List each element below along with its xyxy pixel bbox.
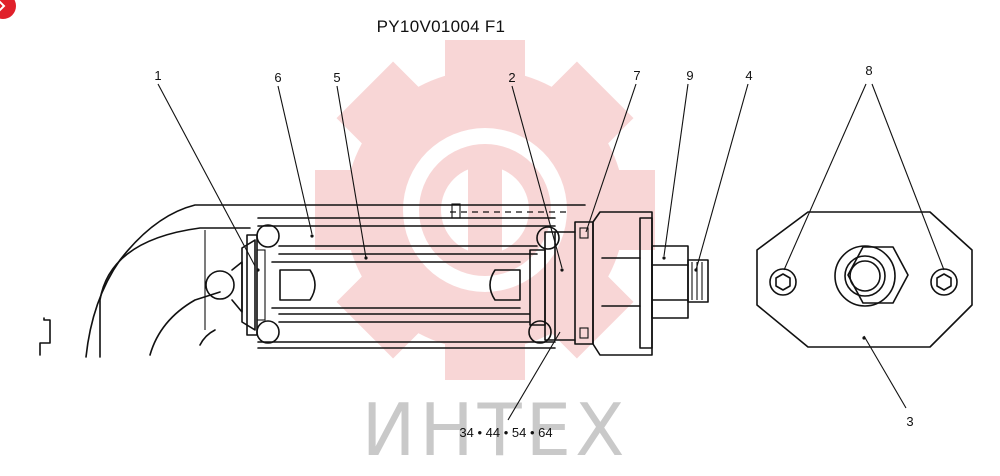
- callout-5: 5: [333, 70, 340, 85]
- callout-bottom-group: 34 • 44 • 54 • 64: [459, 425, 552, 440]
- callout-8: 8: [865, 63, 872, 78]
- corner-badge: [0, 0, 16, 19]
- leader-lines: [157, 83, 945, 421]
- spring-tube: [257, 203, 570, 349]
- callout-4: 4: [745, 68, 752, 83]
- spring-seat-left: [246, 234, 266, 336]
- watermark-text: ИНТЕХ: [362, 388, 629, 472]
- part-dots: [256, 234, 866, 340]
- hex-socket-bolt-right: [930, 268, 958, 296]
- hex-socket-bolt-left: [769, 268, 797, 296]
- callout-2: 2: [508, 70, 515, 85]
- callout-7: 7: [633, 68, 640, 83]
- callout-9: 9: [686, 68, 693, 83]
- inner-spring-rod: [271, 261, 521, 309]
- callout-1: 1: [154, 68, 161, 83]
- callout-3: 3: [906, 414, 913, 429]
- outer-spring-coils: [256, 224, 560, 344]
- spring-seat-right: [529, 231, 556, 341]
- housing-outline: [39, 204, 586, 358]
- watermark-gear-logo: [315, 40, 655, 380]
- drawing-title: PY10V01004 F1: [377, 17, 506, 36]
- callout-6: 6: [274, 70, 281, 85]
- spring-guide-ball-end: [205, 239, 256, 331]
- adjusting-screw: [651, 245, 709, 319]
- flange-end-view: [756, 211, 973, 348]
